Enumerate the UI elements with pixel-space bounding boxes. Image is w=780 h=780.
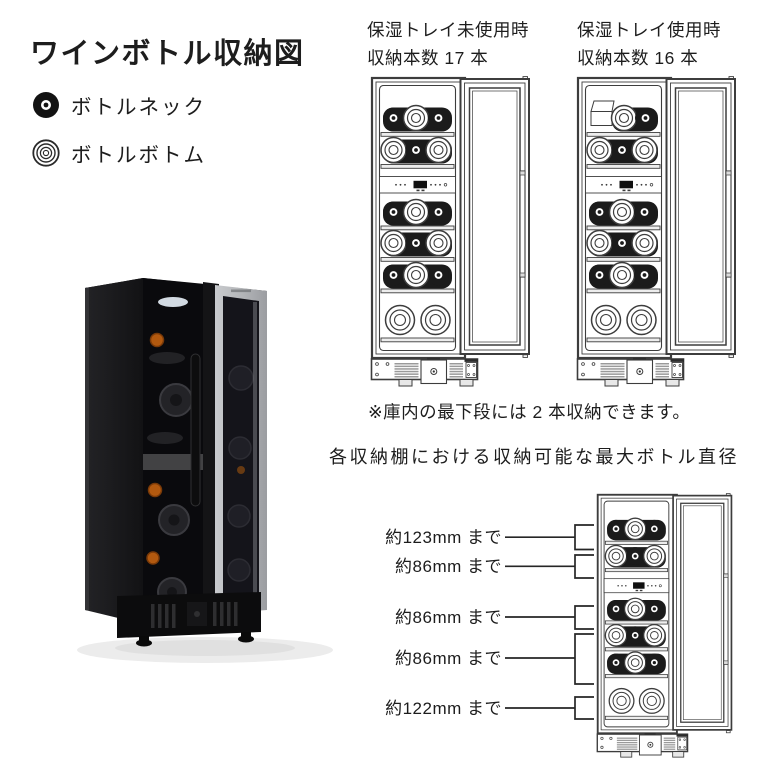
diameter-label-4: 約86mm まで: [395, 649, 502, 668]
brand-mark: [231, 289, 251, 293]
diameter-label-3: 約86mm まで: [395, 608, 502, 627]
bottle-bottom-icon: [32, 139, 60, 167]
callout-bracket-4: [505, 633, 594, 685]
legend-row-neck: ボトルネック: [32, 90, 206, 120]
caption-with-tray: 保湿トレイ使用時 収納本数 16 本: [577, 16, 721, 72]
wine-cellar-product-photo: [77, 278, 333, 663]
callout-bracket-1: [505, 524, 594, 551]
legend-bottom-label: ボトルボトム: [71, 144, 206, 167]
callout-bracket-3: [505, 605, 594, 630]
cabinet-diagram-diameters: [596, 493, 733, 758]
caption-no-tray: 保湿トレイ未使用時 収納本数 17 本: [367, 16, 529, 72]
page-title: ワインボトル収納図: [30, 38, 305, 70]
diameter-label-1: 約123mm まで: [385, 528, 502, 547]
caption-with-tray-line1: 保湿トレイ使用時: [577, 20, 721, 40]
caption-no-tray-line2: 収納本数 17 本: [367, 48, 489, 68]
diameter-label-2: 約86mm まで: [395, 557, 502, 576]
callout-bracket-2: [505, 554, 594, 579]
legend-neck-label: ボトルネック: [71, 96, 206, 119]
bottle-neck-icon: [33, 92, 59, 118]
diameter-label-5: 約122mm まで: [385, 699, 502, 718]
caption-with-tray-line2: 収納本数 16 本: [577, 48, 699, 68]
legend-row-bottom: ボトルボトム: [32, 138, 206, 168]
diameter-callouts: 約123mm まで 約86mm まで 約86mm まで 約86mm まで 約12…: [385, 524, 594, 720]
section2-heading: 各収納棚における収納可能な最大ボトル直径: [329, 447, 739, 467]
caption-no-tray-line1: 保湿トレイ未使用時: [367, 20, 529, 40]
cabinet-diagram-no-tray: [370, 76, 530, 387]
cabinet-diagram-with-tray: [576, 76, 736, 387]
callout-bracket-5: [505, 696, 594, 720]
note-text: ※庫内の最下段には 2 本収納できます。: [368, 402, 691, 422]
